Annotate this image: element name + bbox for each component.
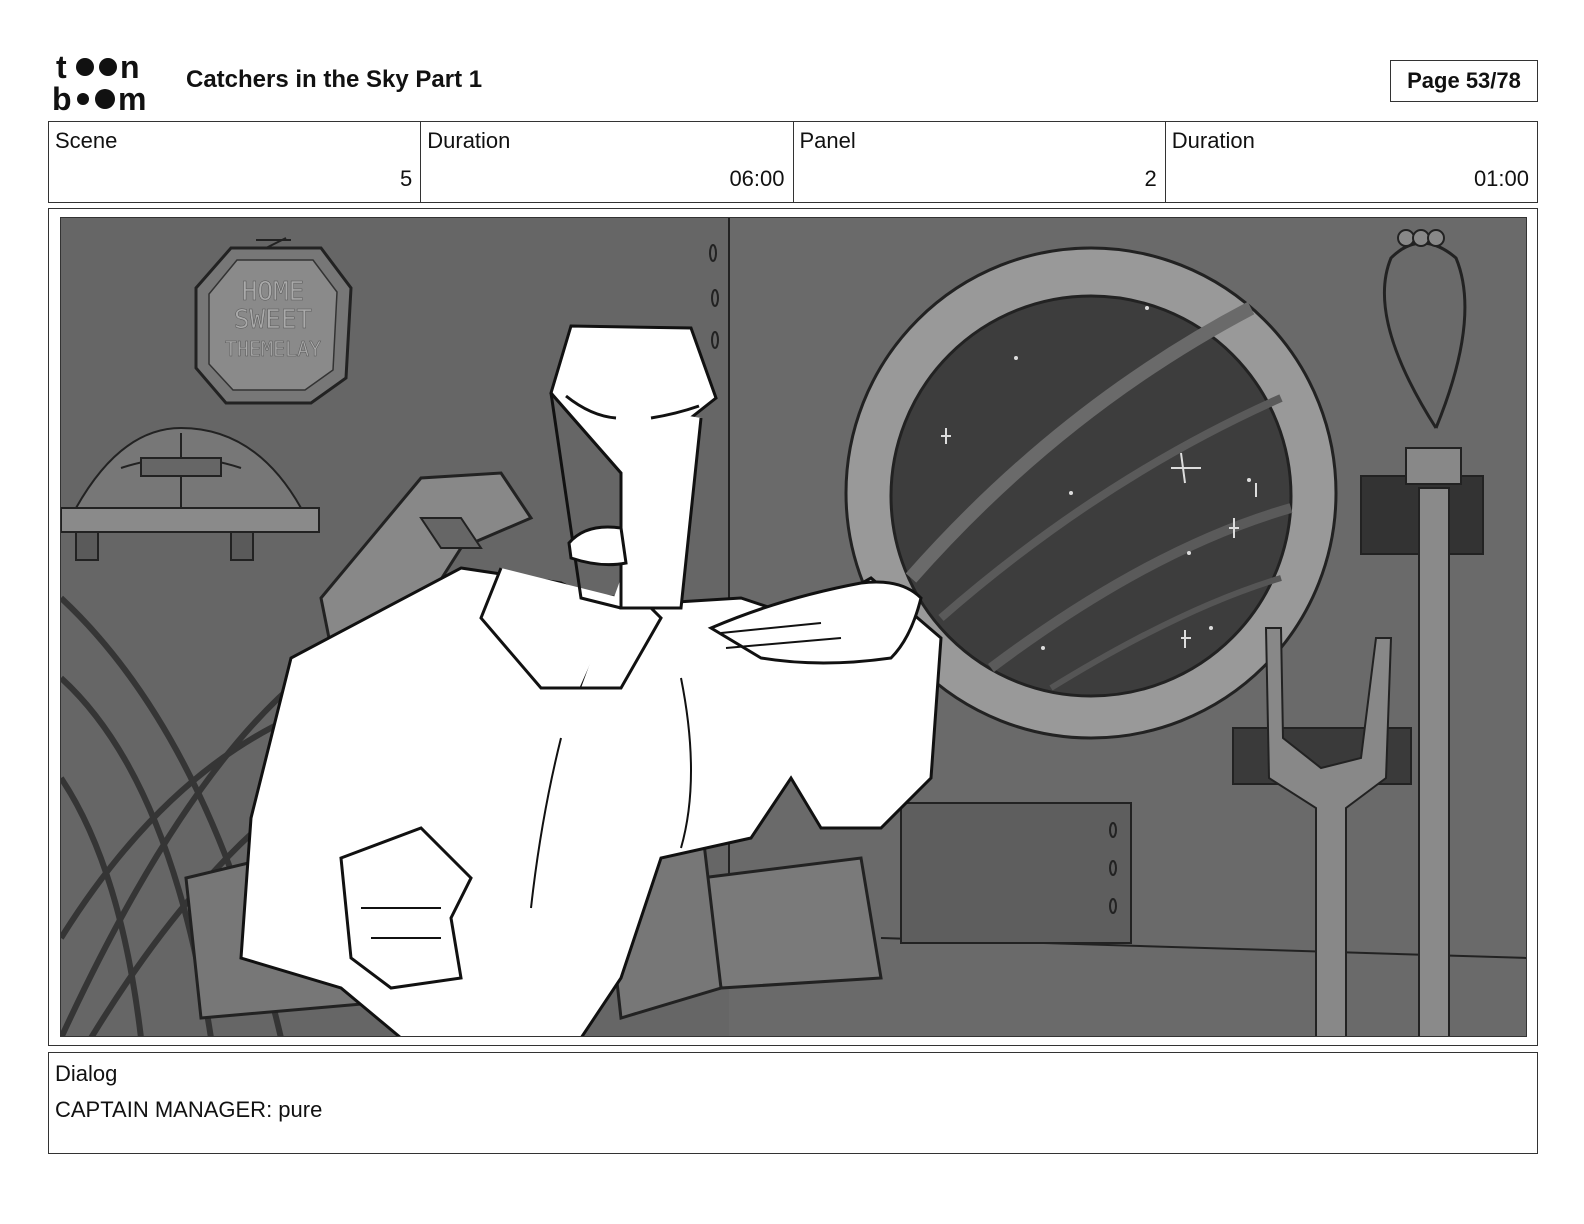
svg-text:b: b xyxy=(52,81,72,114)
shelf-with-dome xyxy=(61,426,320,561)
page-indicator: Page 53/78 xyxy=(1390,60,1538,102)
porthole-window xyxy=(844,246,1338,740)
dialog-box: Dialog CAPTAIN MANAGER: pure xyxy=(48,1052,1538,1154)
scene-info-row: Scene 5 Duration 06:00 Panel 2 Duration … xyxy=(48,121,1538,203)
panel-duration-label: Duration xyxy=(1171,128,1255,153)
panel-cell: Panel 2 xyxy=(794,122,1166,202)
svg-text:n: n xyxy=(120,50,140,85)
scene-label: Scene xyxy=(55,128,118,153)
panel-duration-value: 01:00 xyxy=(1473,166,1529,191)
document-title: Catchers in the Sky Part 1 xyxy=(186,66,483,93)
dialog-text: CAPTAIN MANAGER: pure xyxy=(55,1097,323,1122)
home-sweet-sign: HOME SWEET THEMELAY xyxy=(194,237,353,405)
svg-text:m: m xyxy=(118,81,146,114)
panel-duration-cell: Duration 01:00 xyxy=(1166,122,1537,202)
panel-label: Panel xyxy=(799,128,856,153)
scene-duration-value: 06:00 xyxy=(729,166,785,191)
sign-line-3: THEMELAY xyxy=(225,337,321,361)
scene-value: 5 xyxy=(400,166,413,191)
svg-text:t: t xyxy=(56,50,67,85)
scene-duration-cell: Duration 06:00 xyxy=(421,122,794,202)
sign-line-1: HOME xyxy=(242,277,305,307)
sign-line-2: SWEET xyxy=(234,305,313,335)
panel-value: 2 xyxy=(1144,166,1157,191)
storyboard-panel-image: HOME SWEET THEMELAY xyxy=(60,217,1527,1037)
captain-manager-character xyxy=(239,324,943,1036)
panel-frame xyxy=(48,208,1538,1046)
dialog-label: Dialog xyxy=(55,1061,118,1086)
scene-duration-label: Duration xyxy=(427,128,511,153)
toonboom-logo: t n b m xyxy=(50,49,164,117)
equipment-stand xyxy=(1232,229,1484,1036)
scene-cell: Scene 5 xyxy=(49,122,422,202)
